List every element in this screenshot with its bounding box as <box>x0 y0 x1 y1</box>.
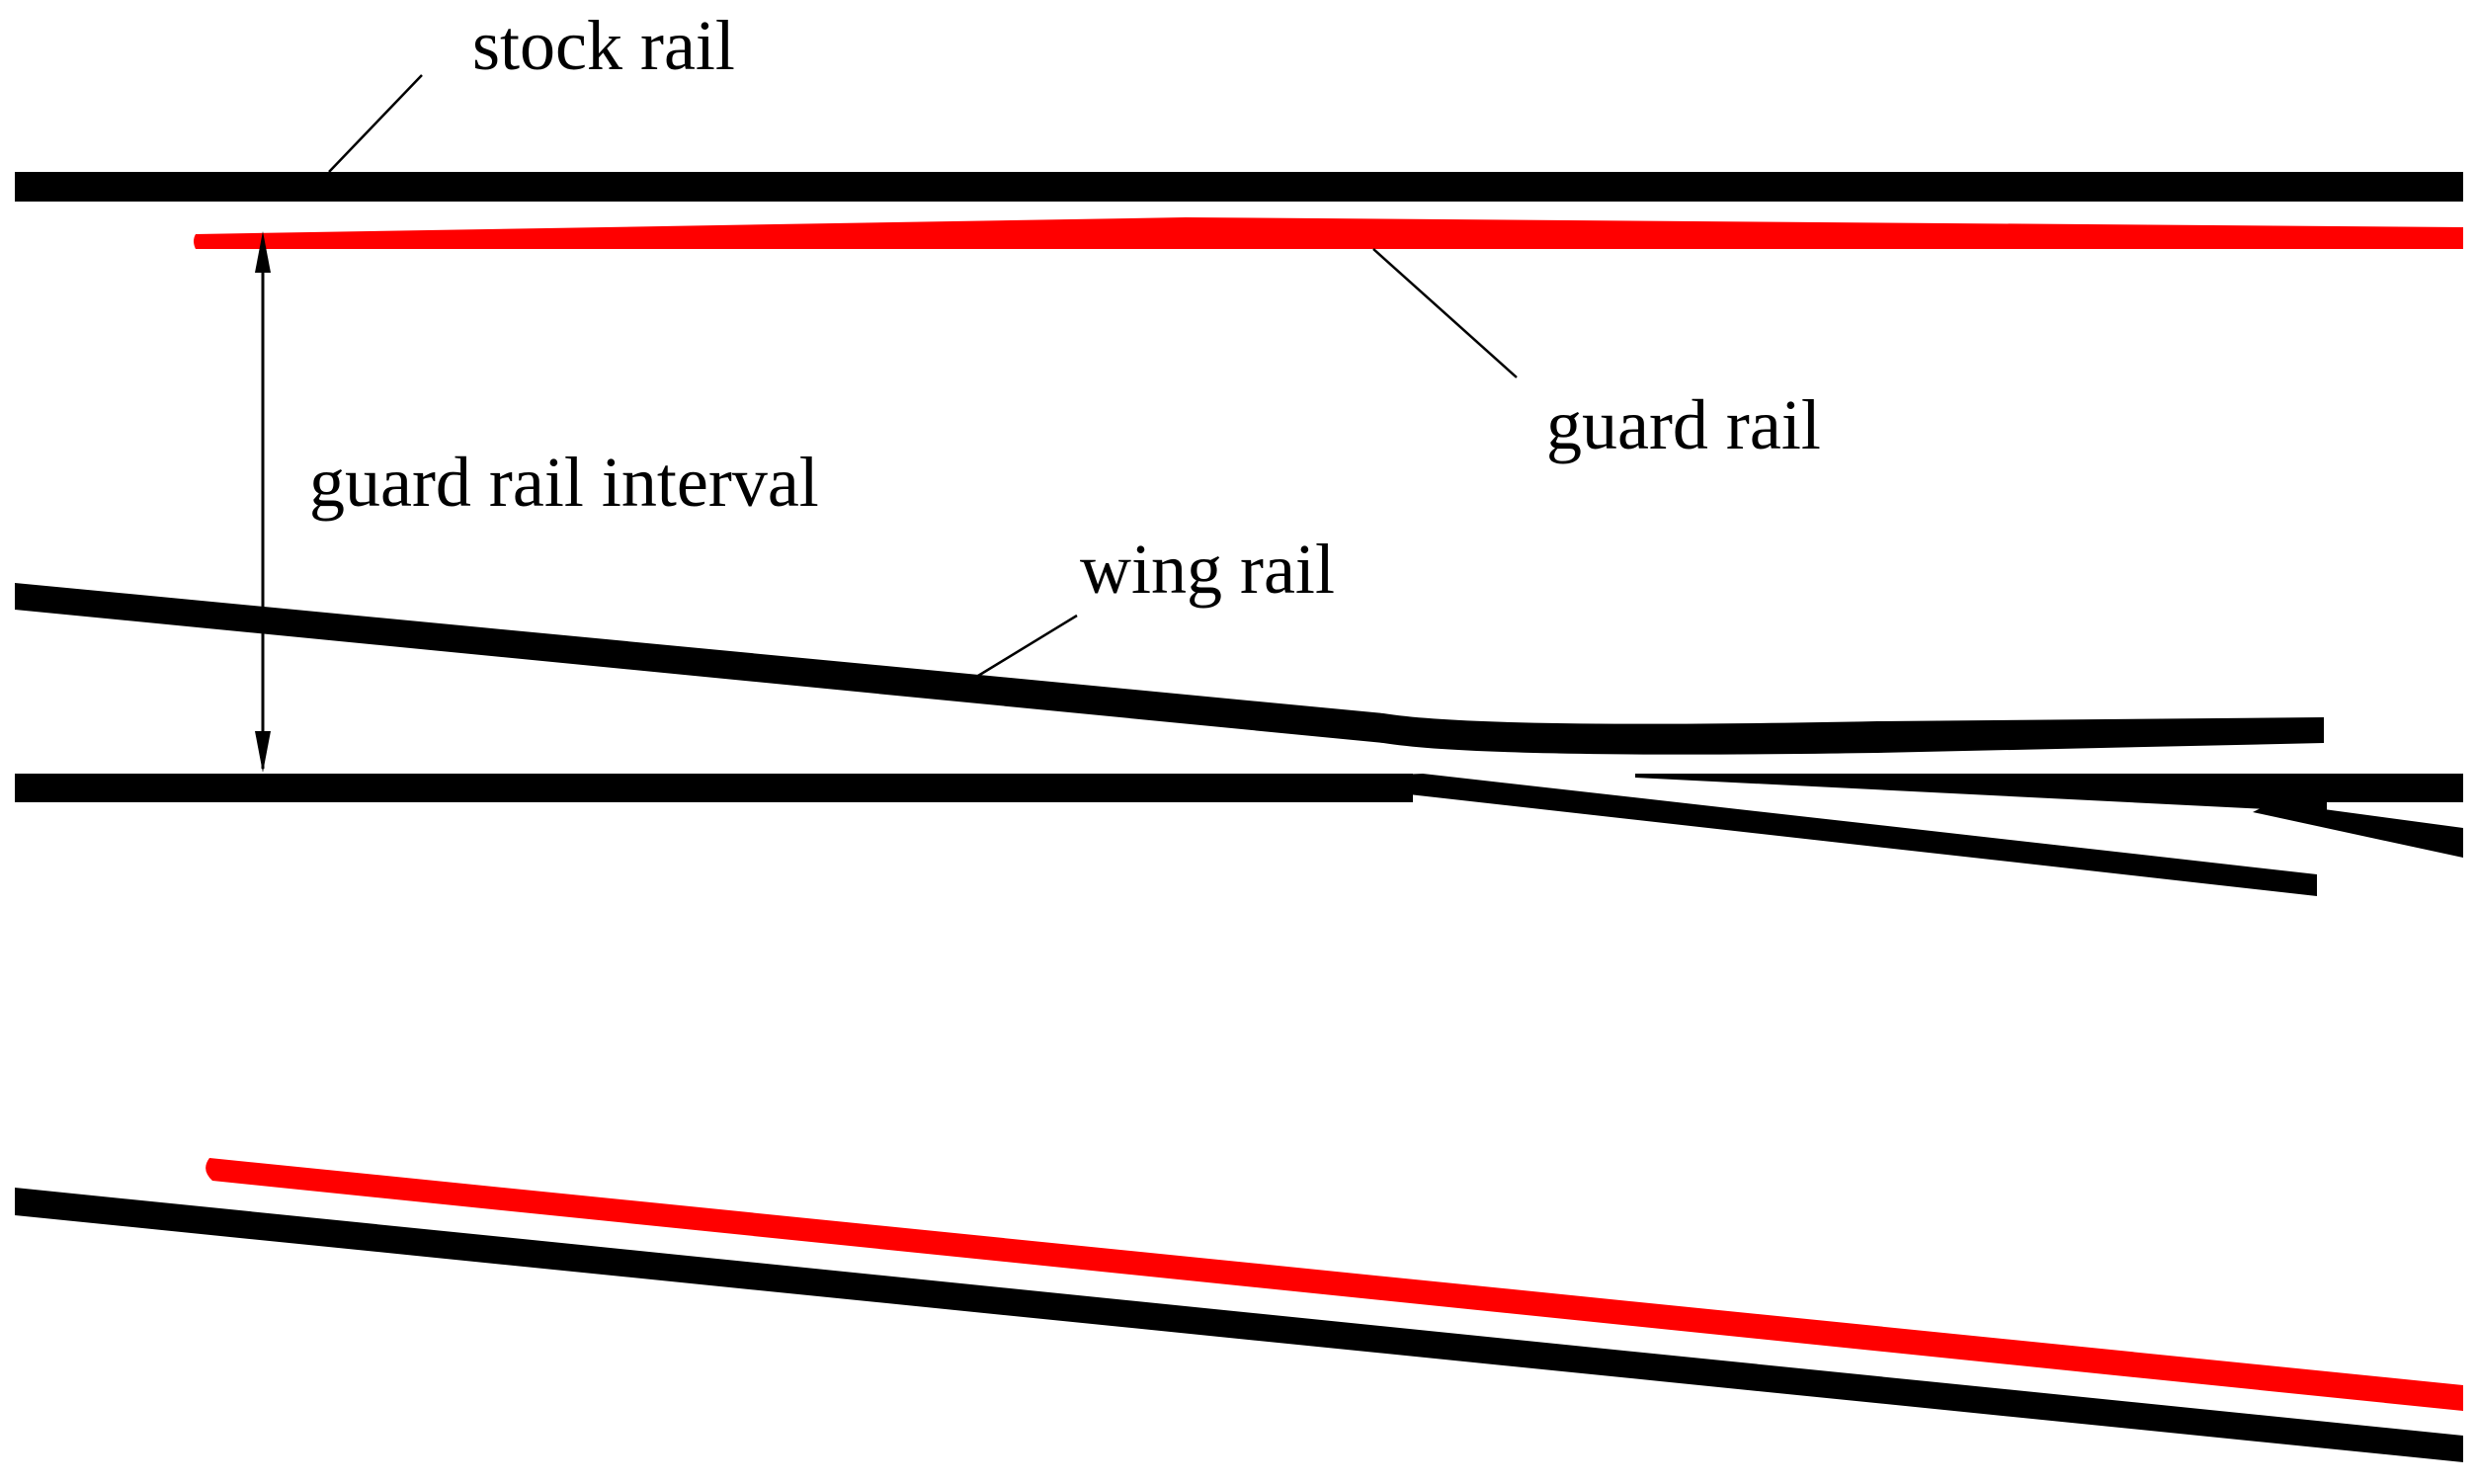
wing-rail-label: wing rail <box>1080 530 1335 609</box>
lower-stock-rail <box>15 1188 2463 1462</box>
running-rail-right <box>1635 774 2463 812</box>
wing-rail-leader <box>972 614 1078 681</box>
arrowhead-down-icon <box>255 731 271 773</box>
point-rail <box>2253 802 2463 858</box>
guard-rail-leader <box>1372 248 1518 378</box>
arrowhead-up-icon <box>255 231 271 273</box>
stock-rail-leader <box>328 74 423 173</box>
guard-rail <box>194 217 2463 249</box>
guard-rail-interval-label: guard rail interval <box>309 443 819 522</box>
guard-rail-label: guard rail <box>1546 385 1821 464</box>
lower-guard-rail <box>206 1158 2464 1411</box>
stock-rail-label: stock rail <box>472 6 735 85</box>
running-rail <box>15 774 1413 802</box>
diverging-rail <box>1373 774 2317 896</box>
stock-rail <box>15 172 2463 202</box>
wing-rail <box>15 583 2324 755</box>
bottom-figure <box>15 1158 2464 1462</box>
top-figure: stock rail guard rail guard rail interva… <box>15 6 2463 896</box>
guard-rail-interval-dimension <box>255 231 271 773</box>
